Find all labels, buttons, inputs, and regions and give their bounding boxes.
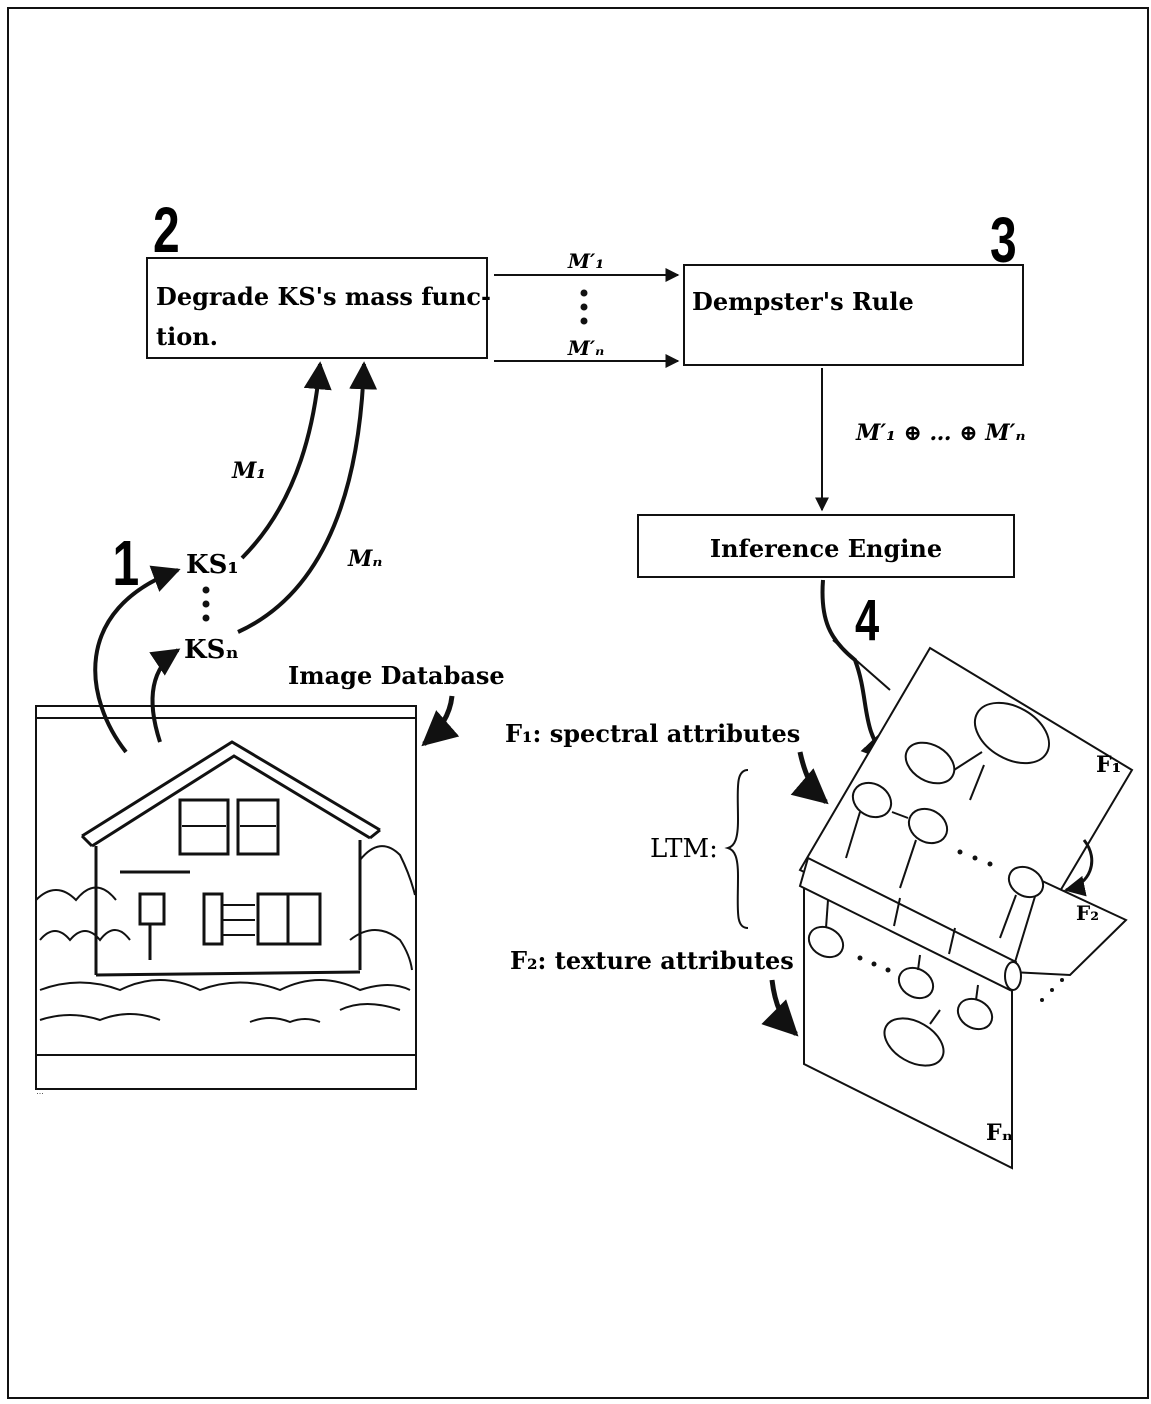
ellipsis-dot	[958, 850, 963, 855]
ellipsis-dot	[858, 956, 863, 961]
ellipsis-dot	[203, 601, 210, 608]
image-caption: …	[36, 1087, 44, 1096]
step-number-2: 2	[153, 194, 180, 265]
house-image	[36, 706, 416, 1089]
plane-f2-label: F₂	[1076, 901, 1099, 925]
ellipsis-dot	[872, 962, 877, 967]
ellipsis-dot	[988, 862, 993, 867]
image-to-ksn-arrow	[153, 650, 178, 742]
image-database-pointer	[424, 696, 452, 744]
ellipsis-dot	[203, 587, 210, 594]
f1-spectral-label: F₁: spectral attributes	[505, 719, 800, 748]
ltm-label: LTM:	[650, 834, 718, 864]
ellipsis-dot	[203, 615, 210, 622]
ellipsis-dot	[1040, 998, 1044, 1002]
f1-pointer	[800, 752, 826, 802]
m1-prime-label: M′₁	[567, 249, 604, 273]
ellipsis-dot	[581, 304, 588, 311]
inference-box-label: Inference Engine	[710, 534, 942, 563]
ellipsis-dot	[1060, 978, 1064, 982]
ksn-label: KSₙ	[184, 635, 239, 665]
mn-label: Mₙ	[347, 546, 382, 572]
degrade-box-line1: Degrade KS's mass func-	[156, 282, 491, 311]
ksn-to-degrade-arrow	[238, 364, 364, 632]
f2-texture-label: F₂: texture attributes	[510, 946, 794, 975]
ltm-brace	[728, 770, 748, 928]
degrade-box-line2: tion.	[156, 322, 218, 351]
ks1-label: KS₁	[186, 550, 239, 580]
m1-label: M₁	[231, 458, 266, 484]
f2-pointer	[772, 980, 796, 1034]
ellipsis-dot	[973, 856, 978, 861]
mn-prime-label: M′ₙ	[567, 336, 605, 360]
step-number-1: 1	[113, 527, 140, 598]
plane-fn-label: Fₙ	[986, 1120, 1013, 1146]
plane-f1-label: F₁	[1096, 752, 1121, 778]
dempster-box-label: Dempster's Rule	[692, 287, 914, 316]
combined-label: M′₁ ⊕ … ⊕ M′ₙ	[855, 420, 1026, 446]
image-database-label: Image Database	[288, 661, 505, 690]
ellipsis-dot	[886, 968, 891, 973]
ellipsis-dot	[1050, 988, 1054, 992]
step-number-4: 4	[855, 588, 880, 652]
ellipsis-dot	[581, 290, 588, 297]
ellipsis-dot	[581, 318, 588, 325]
